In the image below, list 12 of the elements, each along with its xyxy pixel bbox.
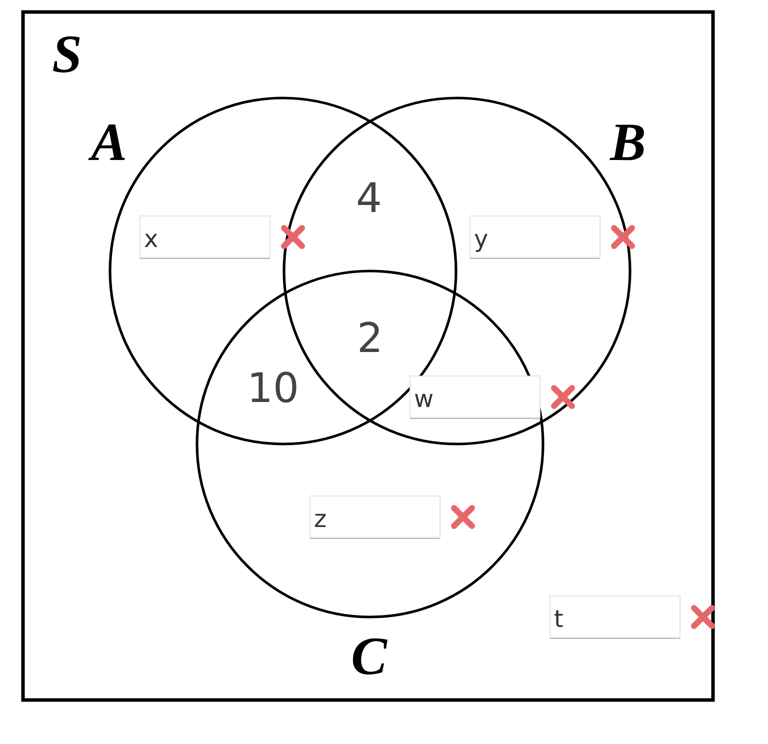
set-label: B [610,124,644,160]
region-count: 10 [252,372,296,403]
input-field: y [470,216,600,259]
input-field: x [140,216,270,259]
set-label: S [53,36,80,73]
input-field: z [310,496,440,539]
region-count: 2 [360,322,379,352]
set-label: A [88,124,125,160]
set-label: C [352,638,388,675]
input-field: t [550,596,680,639]
input-field: w [410,376,540,419]
region-count: 4 [358,182,380,212]
